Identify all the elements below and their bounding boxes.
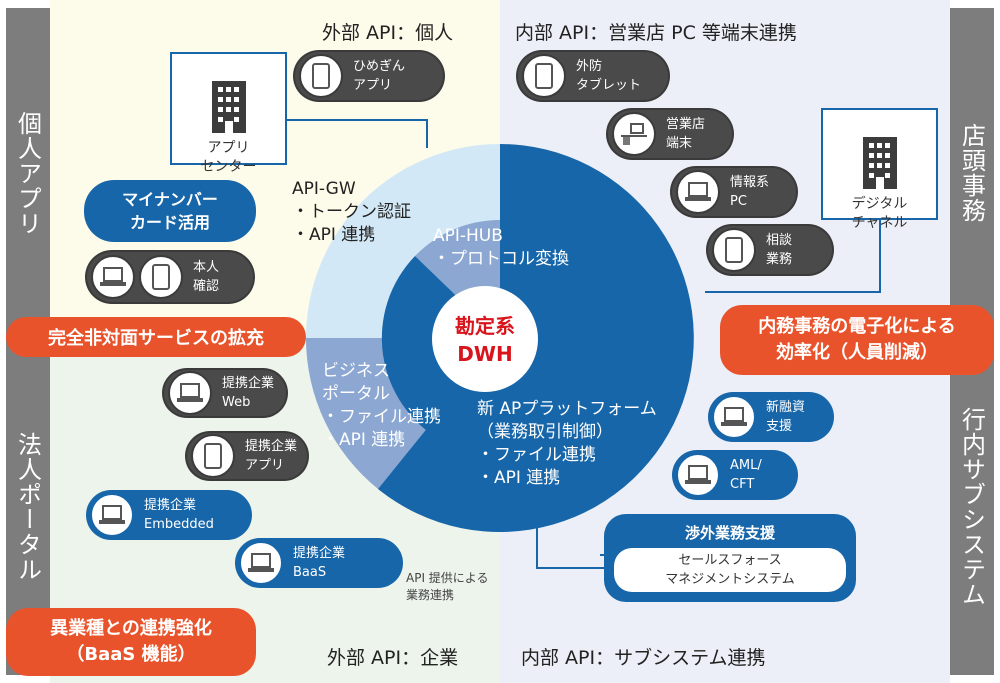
pill-branch-device: 外防 タブレット: [518, 52, 668, 100]
digital-channel-label: デジタル チャネル: [851, 196, 908, 231]
sales-support-box: 渉外業務支援 セールスフォース マネジメントシステム: [604, 514, 856, 602]
laptop-icon: [676, 170, 720, 214]
label-api-hub: API-HUB ・プロトコル変換: [433, 226, 569, 269]
tablet-icon: [191, 434, 235, 478]
tablet-icon: [522, 54, 566, 98]
tablet-icon: [712, 228, 756, 272]
pill-partner: 提携企業 アプリ: [187, 433, 307, 479]
label-business-portal: ビジネス ポータル ・ファイル連携 ・API 連携: [322, 361, 441, 450]
title-internal-branch: 内部 API：営業店 PC 等端末連携: [515, 22, 797, 44]
mynumber-card-box: マイナンバー カード活用: [84, 180, 256, 242]
core-dwh-label: 勘定系 DWH: [455, 314, 515, 366]
side-label-personal-app: 個人アプリ: [6, 8, 50, 338]
laptop-icon: [712, 395, 756, 439]
laptop-icon: [90, 493, 134, 537]
building-icon: [211, 81, 246, 133]
side-label-internal-subsystem: 行内サブシステム: [950, 338, 994, 675]
desk-terminal-icon: [612, 112, 656, 156]
pill-himegin-app: ひめぎん アプリ: [295, 52, 443, 100]
laptop-icon: [676, 453, 720, 497]
tablet-icon: [139, 255, 183, 299]
core-circle: [432, 286, 538, 392]
api-note: API 提供による 業務連携: [406, 571, 489, 602]
connector-sales-support: [536, 525, 606, 569]
label-api-gw: API-GW ・トークン認証 ・API 連携: [292, 179, 411, 245]
laptop-icon: [239, 541, 283, 585]
goal-cross-industry: 異業種との連携強化 （BaaS 機能）: [6, 608, 256, 676]
laptop-icon: [91, 255, 135, 299]
title-external-personal: 外部 API：個人: [322, 22, 454, 44]
connector-digital-channel: [705, 220, 881, 293]
laptop-icon: [168, 371, 212, 415]
building-icon: [862, 137, 897, 189]
pill-branch-device: 相談 業務: [708, 226, 832, 274]
app-center-box: アプリ センター: [170, 52, 287, 175]
goal-non-face-to-face: 完全非対面サービスの拡充: [6, 317, 306, 357]
goal-back-office-efficiency: 内務事務の電子化による 効率化（人員削減）: [720, 305, 994, 375]
pill-partner: 提携企業 BaaS: [235, 538, 403, 588]
title-external-corporate: 外部 API：企業: [327, 647, 459, 669]
title-internal-subsystem: 内部 API：サブシステム連携: [521, 647, 766, 669]
connector-app-center: [285, 119, 428, 148]
app-center-label: アプリ センター: [200, 140, 257, 175]
sales-support-title: 渉外業務支援: [684, 524, 775, 542]
side-label-branch-office: 店頭事務: [950, 8, 994, 338]
digital-channel-box: デジタル チャネル: [821, 108, 938, 231]
pill-identity-check: 本人 確認: [87, 252, 253, 302]
pill-subsystem: 新融資 支援: [708, 392, 834, 442]
pill-partner: 提携企業 Embedded: [86, 490, 252, 540]
tablet-icon: [299, 54, 343, 98]
pill-partner: 提携企業 Web: [164, 370, 286, 416]
pill-branch-device: 営業店 端末: [608, 110, 732, 158]
pill-subsystem: AML/ CFT: [672, 450, 798, 500]
pill-branch-device: 情報系 PC: [672, 168, 796, 216]
salesforce-system: セールスフォース マネジメントシステム: [614, 548, 846, 592]
label-new-ap-platform: 新 APプラットフォーム （業務取引制御） ・ファイル連携 ・API 連携: [477, 399, 657, 488]
